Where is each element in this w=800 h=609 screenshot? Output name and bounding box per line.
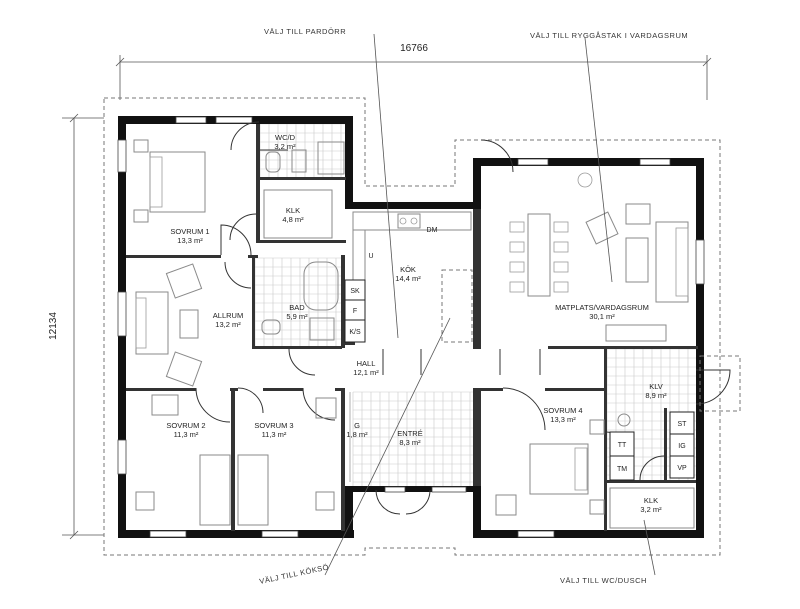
room-sovrum1-name: SOVRUM 1 xyxy=(170,227,209,236)
fixture-vp-label: VP xyxy=(677,465,687,472)
callout-wc: VÄLJ TILL WC/DUSCH xyxy=(560,576,647,585)
room-wc-area: 3,2 m² xyxy=(274,142,296,151)
fixture-sk-label: SK xyxy=(350,288,360,295)
roof-outline xyxy=(103,97,721,556)
dimension-width-label: 16766 xyxy=(400,43,428,54)
fixture-ks-label: K/S xyxy=(349,329,361,336)
fixture-tm xyxy=(609,455,635,481)
room-sovrum1-area: 13,3 m² xyxy=(177,236,203,245)
room-allrum-name: ALLRUM xyxy=(213,311,243,320)
room-sovrum4-area: 13,3 m² xyxy=(550,415,576,424)
fixture-ks xyxy=(344,319,366,343)
room-sovrum3-name: SOVRUM 3 xyxy=(254,421,293,430)
dimension-width: 16766 xyxy=(115,43,712,100)
fixture-st-label: ST xyxy=(678,421,688,428)
room-g-name: G xyxy=(354,421,360,430)
callout-pardorr: VÄLJ TILL PARDÖRR xyxy=(264,27,346,36)
callout-kokso: VÄLJ TILL KÖKSÖ xyxy=(259,562,330,586)
fixture-u-label: U xyxy=(368,253,373,260)
room-matplats-name: MATPLATS/VARDAGSRUM xyxy=(555,303,649,312)
fixture-f-label: F xyxy=(353,308,357,315)
fixture-labels: DM U SK F K/S ST TT IG TM VP xyxy=(349,227,687,473)
room-klk2-name: KLK xyxy=(644,496,658,505)
room-sovrum2-area: 11,3 m² xyxy=(174,430,199,439)
fixture-ig-label: IG xyxy=(678,443,685,450)
room-klk1-area: 4,8 m² xyxy=(282,215,304,224)
room-entre-name: ENTRÉ xyxy=(397,429,422,438)
fixture-dm-label: DM xyxy=(427,227,438,234)
room-kok-name: KÖK xyxy=(400,265,416,274)
callout-lines xyxy=(324,33,656,576)
room-sovrum4-name: SOVRUM 4 xyxy=(543,406,582,415)
furniture xyxy=(133,139,695,529)
dimension-height-label: 12134 xyxy=(48,312,59,340)
windows xyxy=(117,116,705,538)
room-allrum-area: 13,2 m² xyxy=(215,320,241,329)
interior-walls xyxy=(126,124,698,531)
room-sovrum3-area: 11,3 m² xyxy=(262,430,287,439)
dimension-height: 12134 xyxy=(48,113,104,540)
room-g-area: 1,8 m² xyxy=(346,430,368,439)
room-wc-name: WC/D xyxy=(275,133,296,142)
fixture-vp xyxy=(669,455,695,479)
room-hall-name: HALL xyxy=(357,359,376,368)
room-sovrum2-name: SOVRUM 2 xyxy=(166,421,205,430)
callout-ryggastak: VÄLJ TILL RYGGÅSTAK I VARDAGSRUM xyxy=(530,31,688,40)
room-labels: WC/D 3,2 m² KLK 4,8 m² SOVRUM 1 13,3 m² … xyxy=(166,133,667,514)
room-klk1-name: KLK xyxy=(286,206,300,215)
fixture-tt-label: TT xyxy=(618,442,627,449)
outdoor-door-area xyxy=(699,355,741,412)
room-klv-name: KLV xyxy=(649,382,663,391)
room-kok-area: 14,4 m² xyxy=(395,274,421,283)
room-matplats-area: 30,1 m² xyxy=(589,312,615,321)
room-entre-area: 8,3 m² xyxy=(399,438,421,447)
room-bad-name: BAD xyxy=(289,303,305,312)
room-klv-area: 8,9 m² xyxy=(645,391,667,400)
room-klk2-area: 3,2 m² xyxy=(640,505,662,514)
fixture-tm-label: TM xyxy=(617,466,627,473)
room-hall-area: 12,1 m² xyxy=(353,368,379,377)
room-bad-area: 5,9 m² xyxy=(286,312,308,321)
